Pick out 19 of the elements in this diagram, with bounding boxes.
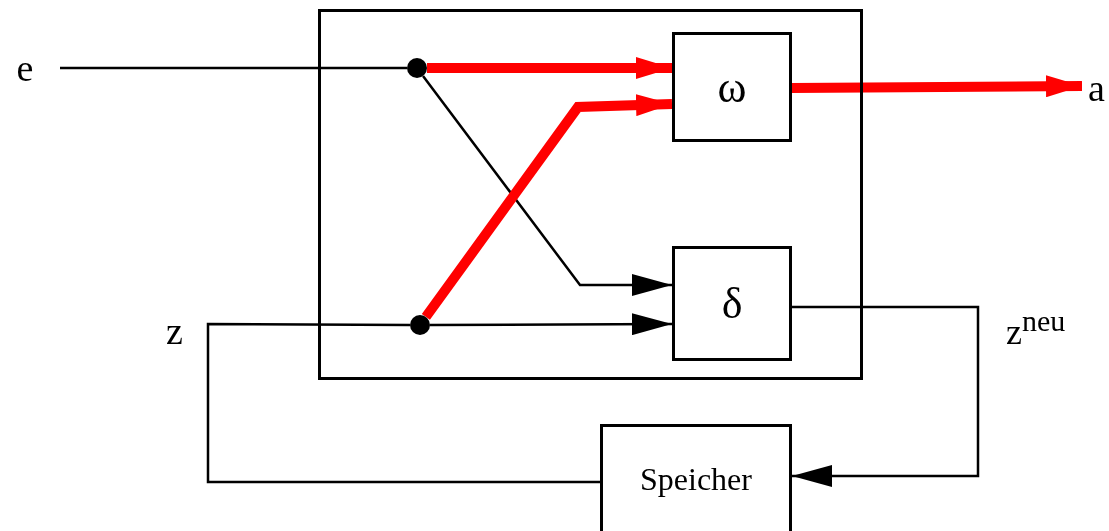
connector-line — [206, 322, 600, 484]
arrow — [792, 305, 980, 487]
arrow — [421, 94, 673, 320]
output-label: a — [1084, 66, 1109, 110]
system-box — [318, 9, 863, 380]
connector-line — [60, 66, 407, 70]
arrow — [422, 75, 672, 296]
junction-dot — [410, 315, 430, 335]
arrow — [430, 313, 672, 336]
memory-box — [600, 424, 792, 531]
input-label: e — [8, 46, 42, 90]
arrow — [791, 75, 1083, 98]
node-label: Speicher — [640, 460, 752, 498]
transition-function-box — [672, 246, 792, 361]
node-label: δ — [721, 278, 743, 329]
junction-dot — [407, 58, 427, 78]
output-function-box — [672, 32, 792, 142]
node-label: ω — [717, 61, 747, 113]
arrow — [427, 57, 672, 79]
